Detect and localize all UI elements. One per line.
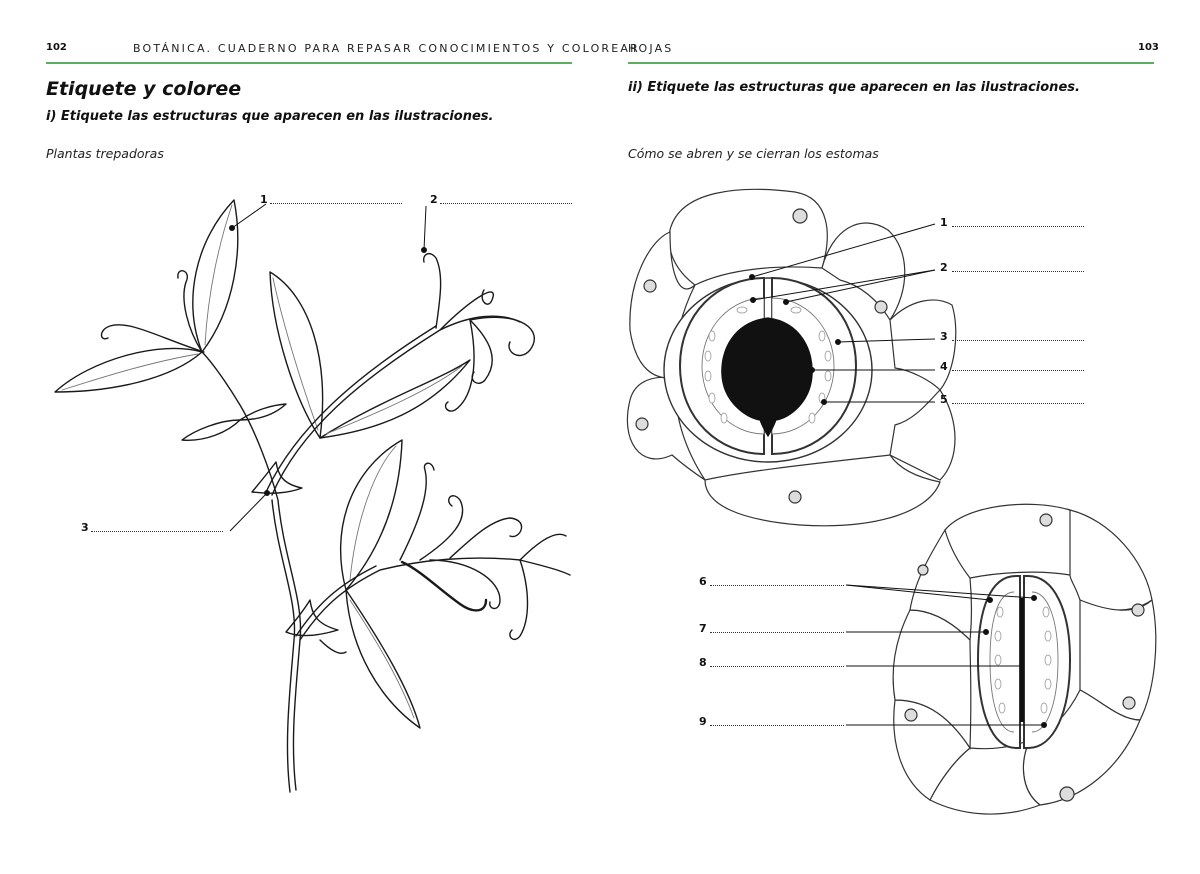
label-number: 4 (940, 360, 948, 373)
label-number: 2 (940, 261, 948, 274)
page-number: 103 (1138, 42, 1159, 53)
header-rule (46, 62, 572, 64)
figure-caption: Cómo se abren y se cierran los estomas (628, 146, 879, 161)
running-header: HOJAS (628, 42, 674, 55)
label-number: 1 (260, 193, 268, 206)
answer-line[interactable] (270, 203, 402, 204)
page-title: Etiquete y coloree (46, 78, 242, 100)
stomata-illustration (626, 188, 1157, 815)
answer-line[interactable] (952, 403, 1084, 404)
answer-line[interactable] (952, 340, 1084, 341)
label-number: 8 (699, 656, 707, 669)
answer-line[interactable] (952, 226, 1084, 227)
label-number: 2 (430, 193, 438, 206)
label-number: 7 (699, 622, 707, 635)
open-stoma-diagram (626, 188, 957, 527)
answer-line[interactable] (710, 725, 844, 726)
header-rule (628, 62, 1154, 64)
climbing-plant-illustration (54, 199, 571, 793)
label-number: 9 (699, 715, 707, 728)
left-page: 102 BOTÁNICA. CUADERNO PARA REPASAR CONO… (46, 42, 638, 793)
answer-line[interactable] (710, 666, 844, 667)
figure-caption: Plantas trepadoras (46, 146, 164, 161)
instruction: i) Etiquete las estructuras que aparecen… (46, 109, 494, 124)
answer-line[interactable] (952, 370, 1084, 371)
answer-line[interactable] (952, 271, 1084, 272)
label-number: 3 (940, 330, 948, 343)
label-number: 6 (699, 575, 707, 588)
label-number: 3 (81, 521, 89, 534)
closed-stoma-diagram (892, 503, 1157, 815)
answer-line[interactable] (440, 203, 572, 204)
answer-line[interactable] (710, 585, 844, 586)
label-number: 5 (940, 393, 948, 406)
instruction: ii) Etiquete las estructuras que aparece… (628, 80, 1080, 95)
answer-line[interactable] (91, 531, 223, 532)
page-number: 102 (46, 42, 67, 53)
label-number: 1 (940, 216, 948, 229)
right-page: HOJAS 103 ii) Etiquete las estructuras q… (600, 0, 1200, 874)
answer-line[interactable] (710, 632, 844, 633)
running-header: BOTÁNICA. CUADERNO PARA REPASAR CONOCIMI… (133, 42, 640, 55)
